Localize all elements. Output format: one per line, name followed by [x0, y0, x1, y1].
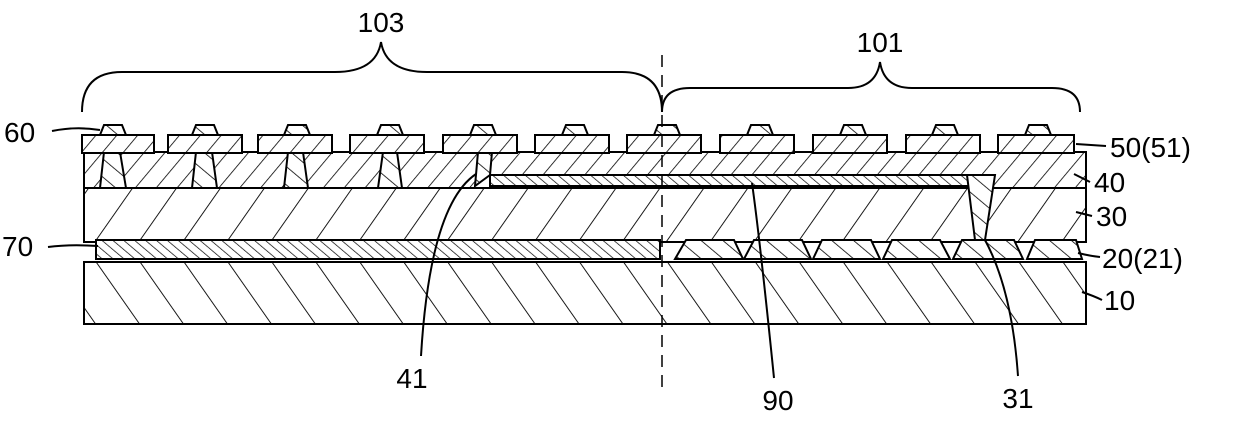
brace-103 — [82, 42, 662, 112]
pads-50-51 — [82, 135, 1074, 153]
label-10: 10 — [1104, 285, 1135, 316]
label-31: 31 — [1002, 383, 1033, 414]
label-101: 101 — [857, 27, 904, 58]
insulation-layer-30 — [84, 188, 1086, 242]
layer-70 — [96, 240, 660, 259]
brace-101 — [662, 62, 1080, 112]
label-103: 103 — [358, 7, 405, 38]
bumps-60 — [100, 125, 1051, 135]
substrate-layer-10 — [84, 262, 1086, 324]
label-20-21: 20(21) — [1102, 243, 1183, 274]
label-40: 40 — [1094, 167, 1125, 198]
label-30: 30 — [1096, 201, 1127, 232]
label-70: 70 — [2, 231, 33, 262]
label-90: 90 — [762, 385, 793, 416]
label-60: 60 — [4, 117, 35, 148]
label-50-51: 50(51) — [1110, 132, 1191, 163]
label-41: 41 — [396, 363, 427, 394]
trace-90 — [490, 175, 992, 186]
